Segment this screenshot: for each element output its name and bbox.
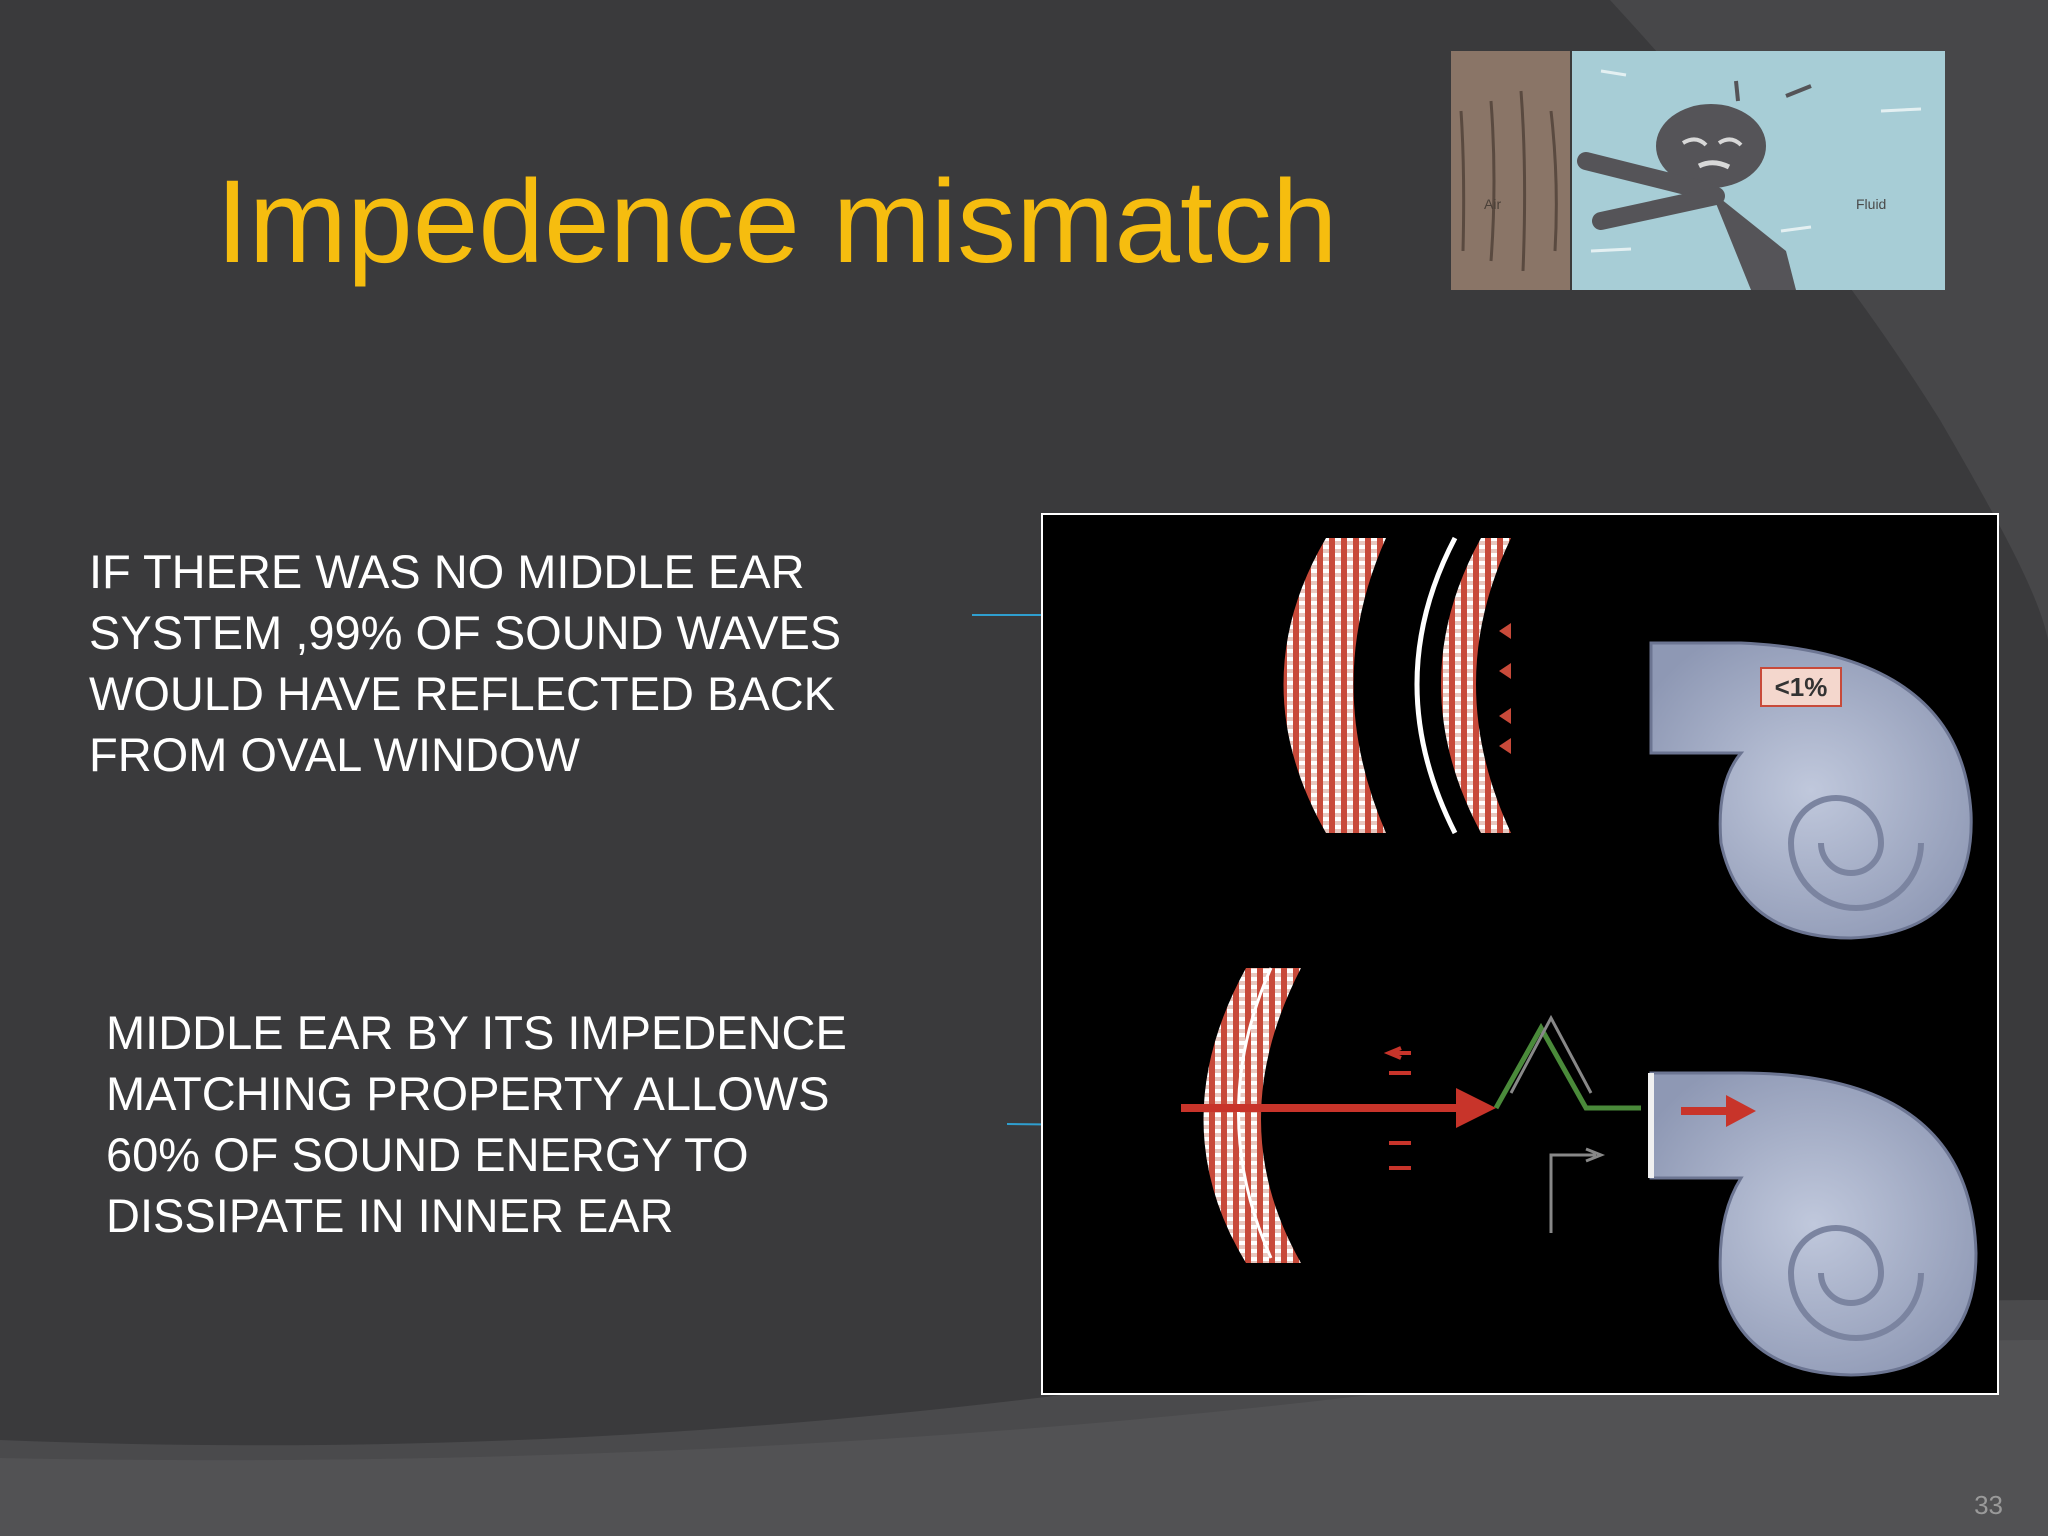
middle-ear-diagram: <1% <box>1041 513 1999 1395</box>
text-block-no-middle-ear: IF THERE WAS NO MIDDLE EAR SYSTEM ,99% O… <box>89 541 989 785</box>
cartoon-label-fluid: Fluid <box>1856 196 1887 212</box>
text-line: 60% OF SOUND ENERGY TO <box>106 1128 749 1181</box>
bottom-sound-waves <box>1181 967 1496 1263</box>
text-line: MIDDLE EAR BY ITS IMPEDENCE <box>106 1006 847 1059</box>
top-sound-waves <box>1283 536 1511 835</box>
impedance-cartoon-image <box>1451 51 1945 290</box>
text-block-impedance-matching: MIDDLE EAR BY ITS IMPEDENCE MATCHING PRO… <box>106 1002 1026 1246</box>
transmission-label: <1% <box>1775 672 1828 702</box>
cartoon-label-air: Air <box>1484 196 1502 212</box>
slide-title: Impedence mismatch <box>216 156 1338 288</box>
ossicle-lever <box>1493 1014 1641 1233</box>
page-number: 33 <box>1974 1490 2003 1520</box>
text-line: IF THERE WAS NO MIDDLE EAR <box>89 545 805 598</box>
text-line: DISSIPATE IN INNER EAR <box>106 1189 674 1242</box>
text-line: MATCHING PROPERTY ALLOWS <box>106 1067 830 1120</box>
text-line: FROM OVAL WINDOW <box>89 728 580 781</box>
bottom-cochlea <box>1648 1071 1978 1377</box>
top-cochlea: <1% <box>1649 641 1973 940</box>
text-line: SYSTEM ,99% OF SOUND WAVES <box>89 606 842 659</box>
text-line: WOULD HAVE REFLECTED BACK <box>89 667 836 720</box>
